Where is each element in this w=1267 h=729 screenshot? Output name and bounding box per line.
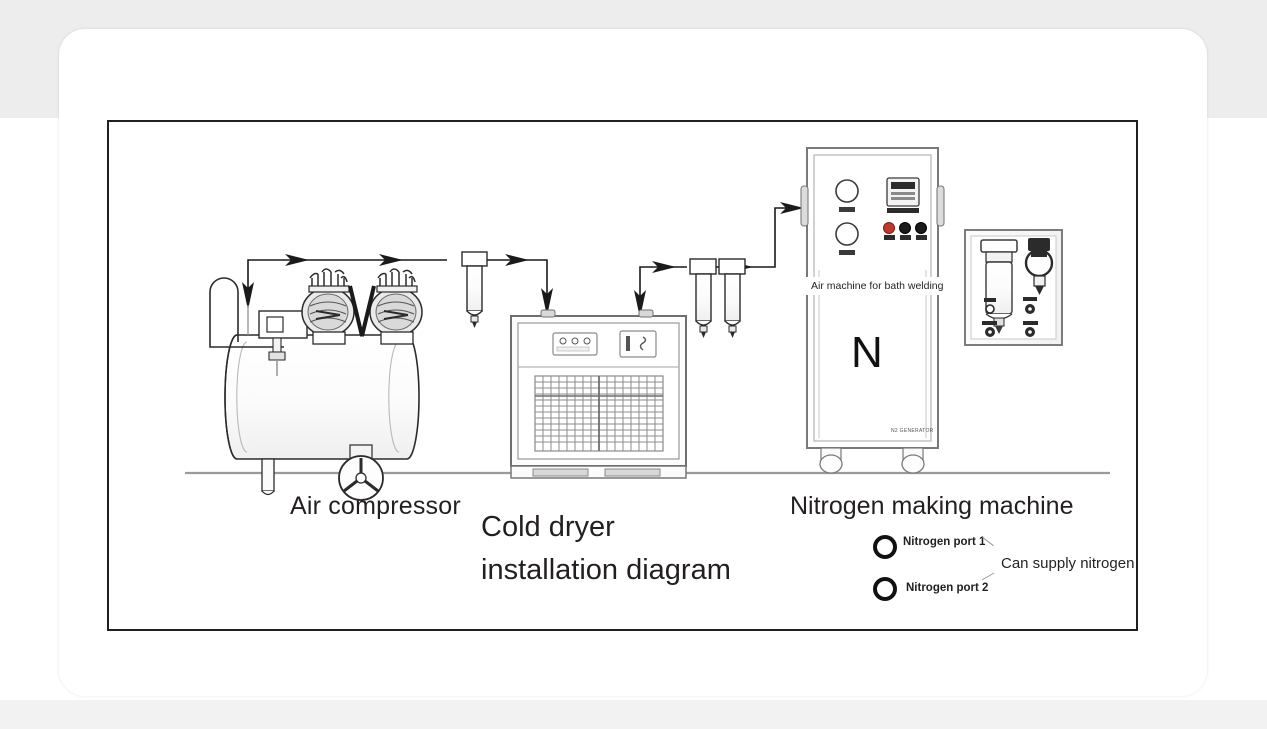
compressor-tank bbox=[224, 334, 420, 460]
cold-dryer-unit bbox=[510, 309, 687, 479]
label-air-machine-bath-welding: Air machine for bath welding bbox=[805, 277, 950, 295]
label-nitrogen-symbol: N bbox=[851, 328, 883, 377]
background-band-bottom bbox=[0, 700, 1267, 729]
air-compressor-unit bbox=[209, 268, 423, 501]
nitrogen-port-2-icon bbox=[873, 577, 897, 601]
label-cold-dryer-line1: Cold dryer bbox=[481, 511, 615, 543]
panel-ports bbox=[982, 297, 1038, 337]
diagram-canvas bbox=[107, 120, 1138, 631]
label-cold-dryer-line2: installation diagram bbox=[481, 554, 731, 586]
nitrogen-gauge-2 bbox=[835, 222, 859, 255]
label-nitrogen-port-1: Nitrogen port 1 bbox=[903, 536, 986, 548]
cold-dryer-control-panel bbox=[518, 330, 679, 368]
label-cabinet-brand-mark: N2 GENERATOR bbox=[891, 428, 934, 434]
pressure-switch bbox=[247, 305, 308, 376]
air-filter-3 bbox=[718, 258, 746, 338]
nitrogen-gauge-1 bbox=[835, 179, 859, 212]
nitrogen-port-1-icon bbox=[873, 535, 897, 559]
compressor-pump-left bbox=[301, 268, 355, 345]
nitrogen-cabinet-casters bbox=[819, 447, 925, 474]
label-nitrogen-making-machine: Nitrogen making machine bbox=[790, 492, 1074, 520]
nitrogen-digital-display bbox=[886, 177, 920, 213]
label-air-compressor: Air compressor bbox=[290, 492, 461, 520]
nitrogen-control-buttons bbox=[883, 222, 927, 240]
compressor-pump-right bbox=[369, 268, 423, 345]
nitrogen-making-machine-cabinet bbox=[800, 147, 945, 474]
compressor-legs bbox=[261, 458, 275, 496]
cold-dryer-grille bbox=[534, 375, 664, 452]
filter-regulator-panel bbox=[964, 229, 1063, 346]
label-nitrogen-port-2: Nitrogen port 2 bbox=[906, 582, 989, 594]
air-filter-1 bbox=[461, 251, 488, 328]
label-can-supply-nitrogen: Can supply nitrogen bbox=[1001, 555, 1135, 572]
compressor-wheel bbox=[338, 444, 384, 501]
panel-regulator bbox=[1024, 238, 1054, 295]
air-filter-2 bbox=[689, 258, 717, 338]
compressor-handle bbox=[209, 277, 284, 348]
